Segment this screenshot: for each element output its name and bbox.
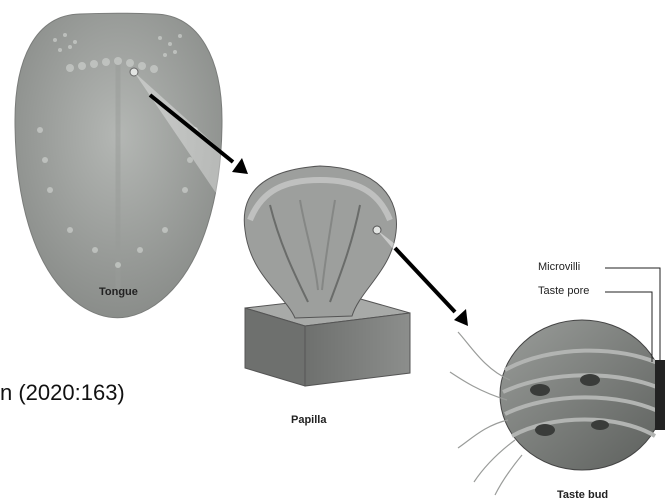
taste-bud-illustration: [450, 268, 665, 495]
tongue-label: Tongue: [99, 286, 138, 298]
citation-text: n (2020:163): [0, 380, 125, 406]
papilla-illustration: [244, 166, 480, 386]
microvilli-label: Microvilli: [538, 261, 580, 273]
taste-bud-label: Taste bud: [557, 489, 608, 501]
taste-pore-label: Taste pore: [538, 285, 589, 297]
papilla-label: Papilla: [291, 414, 326, 426]
tongue-illustration: [15, 13, 232, 318]
